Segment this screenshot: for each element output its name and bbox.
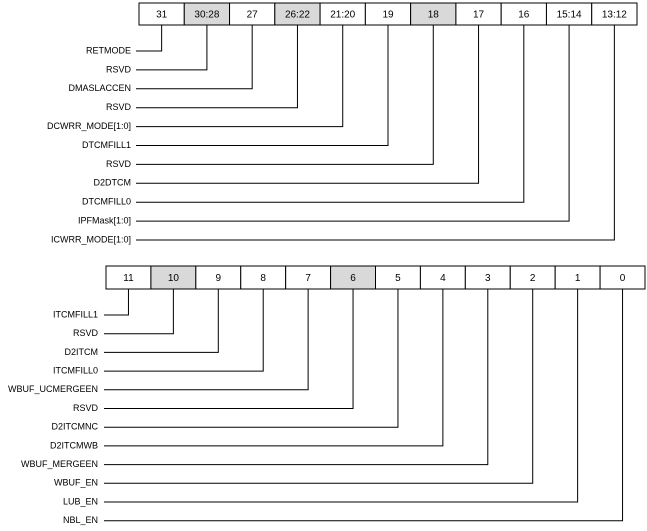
low-bit-label: 11 [123, 273, 134, 284]
high-field-connector [136, 25, 480, 184]
low-bit-label: 1 [575, 273, 581, 284]
high-field-connector [136, 25, 525, 203]
low-field-connector [104, 289, 309, 391]
high-field-connector [136, 25, 208, 71]
low-field-connector [104, 289, 129, 316]
high-field-label: DCWRR_MODE[1:0] [47, 121, 131, 131]
high-field-connector [136, 25, 253, 90]
low-bit-label: 5 [395, 273, 401, 284]
high-bit-label: 18 [428, 10, 440, 21]
low-field-connector [104, 289, 174, 335]
high-field-label: RETMODE [86, 45, 131, 55]
high-bit-label: 16 [518, 10, 530, 21]
low-field-label: RSVD [73, 403, 99, 413]
high-field-connector [136, 25, 570, 222]
low-field-label: LUB_EN [63, 496, 98, 506]
low-field-label: ITCMFILL0 [53, 365, 98, 375]
low-bit-label: 9 [216, 273, 222, 284]
low-field-connector [104, 289, 219, 353]
low-field-label: RSVD [73, 328, 99, 338]
high-field-label: DTCMFILL1 [82, 140, 131, 150]
high-field-label: IPFMask[1:0] [78, 215, 131, 225]
high-field-connector [136, 25, 163, 52]
high-field-label: DTCMFILL0 [82, 197, 131, 207]
low-bit-label: 10 [168, 273, 180, 284]
high-field-label: ICWRR_MODE[1:0] [51, 234, 131, 244]
high-field-label: D2DTCM [94, 178, 132, 188]
high-bit-label: 15:14 [557, 10, 582, 21]
low-field-label: WBUF_UCMERGEEN [8, 384, 98, 394]
high-field-label: DMASLACCEN [68, 83, 131, 93]
high-field-connector [136, 25, 298, 109]
high-bit-label: 26:22 [285, 10, 310, 21]
high-field-label: RSVD [106, 102, 132, 112]
low-field-label: ITCMFILL1 [53, 309, 98, 319]
high-bit-label: 30:28 [194, 10, 219, 21]
low-field-label: WBUF_MERGEEN [21, 459, 98, 469]
low-field-connector [104, 289, 579, 503]
high-field-connector [136, 25, 344, 128]
high-field-connector [136, 25, 389, 146]
low-field-connector [104, 289, 489, 466]
low-field-connector [104, 289, 399, 428]
low-field-connector [104, 289, 534, 484]
low-bit-label: 4 [440, 273, 446, 284]
high-field-label: RSVD [106, 159, 132, 169]
low-bit-label: 2 [530, 273, 536, 284]
high-bit-label: 31 [156, 10, 168, 21]
low-field-label: D2ITCM [65, 347, 99, 357]
high-bit-label: 27 [247, 10, 259, 21]
low-field-label: NBL_EN [63, 515, 98, 525]
high-bit-label: 21:20 [330, 10, 355, 21]
low-field-connector [104, 289, 624, 522]
low-bit-label: 7 [305, 273, 311, 284]
low-field-connector [104, 289, 444, 447]
low-field-label: D2ITCMWB [50, 440, 98, 450]
high-field-connector [136, 25, 615, 241]
high-bit-label: 17 [473, 10, 485, 21]
low-field-label: D2ITCMNC [52, 422, 99, 432]
low-bit-label: 3 [485, 273, 491, 284]
low-field-connector [104, 289, 264, 372]
low-field-label: WBUF_EN [54, 478, 98, 488]
high-bit-label: 13:12 [602, 10, 627, 21]
low-bit-label: 0 [620, 273, 626, 284]
high-field-connector [136, 25, 434, 165]
low-bit-label: 6 [350, 273, 356, 284]
high-field-label: RSVD [106, 64, 132, 74]
low-field-connector [104, 289, 354, 409]
high-bit-label: 19 [382, 10, 394, 21]
low-bit-label: 8 [260, 273, 266, 284]
